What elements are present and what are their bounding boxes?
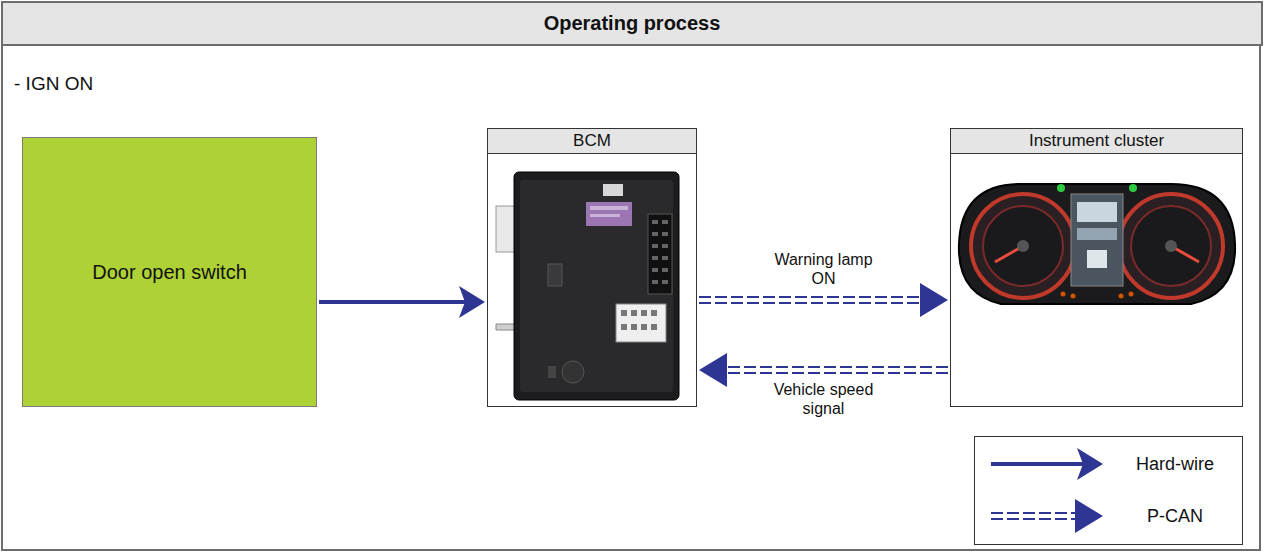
- connector: [319, 286, 485, 318]
- bcm-module-picture: [488, 154, 696, 406]
- arrow-head: [699, 353, 727, 387]
- title: Operating process: [544, 12, 721, 35]
- can-line: [991, 518, 1077, 520]
- arrow-head: [1075, 499, 1103, 533]
- connector: [699, 283, 948, 317]
- legend-samples: [975, 437, 1242, 544]
- module-box: Instrument cluster: [950, 128, 1243, 407]
- signal-label: Warning lamp ON: [774, 251, 872, 287]
- hard-wire-sample: [991, 448, 1103, 480]
- instrument-cluster-picture: [951, 154, 1242, 406]
- arrow-head: [920, 283, 948, 317]
- hard-wire-line: [991, 462, 1083, 466]
- node-body: [488, 154, 696, 406]
- node-body: [951, 154, 1242, 406]
- switch-box: Door open switch: [22, 137, 317, 407]
- edge-label-holder: Warning lamp ON: [768, 250, 880, 288]
- can-line: [699, 296, 922, 298]
- legend-text-holder: Hard-wire: [1115, 454, 1235, 475]
- arrow-head: [459, 286, 485, 318]
- signal-label: Vehicle speed signal: [774, 381, 874, 417]
- node-heading: BCM: [573, 131, 611, 151]
- condition-label: - IGN ON: [14, 73, 93, 94]
- legend-text: Hard-wire: [1136, 454, 1214, 474]
- label-holder: - IGN ON: [14, 73, 93, 95]
- legend-text-holder: P-CAN: [1115, 506, 1235, 527]
- legend-box: Hard-wireP-CAN: [974, 436, 1243, 545]
- can-line: [699, 302, 922, 304]
- header-band: Instrument cluster: [951, 129, 1242, 154]
- legend-text: P-CAN: [1147, 506, 1203, 526]
- arrow-head: [1077, 448, 1103, 480]
- can-line: [991, 512, 1077, 514]
- header-band: BCM: [488, 129, 696, 154]
- hard-wire-line: [319, 300, 465, 304]
- title-bar: Operating process: [1, 1, 1263, 46]
- node-heading: Instrument cluster: [1029, 131, 1164, 151]
- module-box: BCM: [487, 128, 697, 407]
- node-text: Door open switch: [92, 261, 247, 284]
- can-sample: [991, 499, 1103, 533]
- can-line: [725, 372, 948, 374]
- can-line: [725, 366, 948, 368]
- edge-label-holder: Vehicle speed signal: [768, 380, 880, 418]
